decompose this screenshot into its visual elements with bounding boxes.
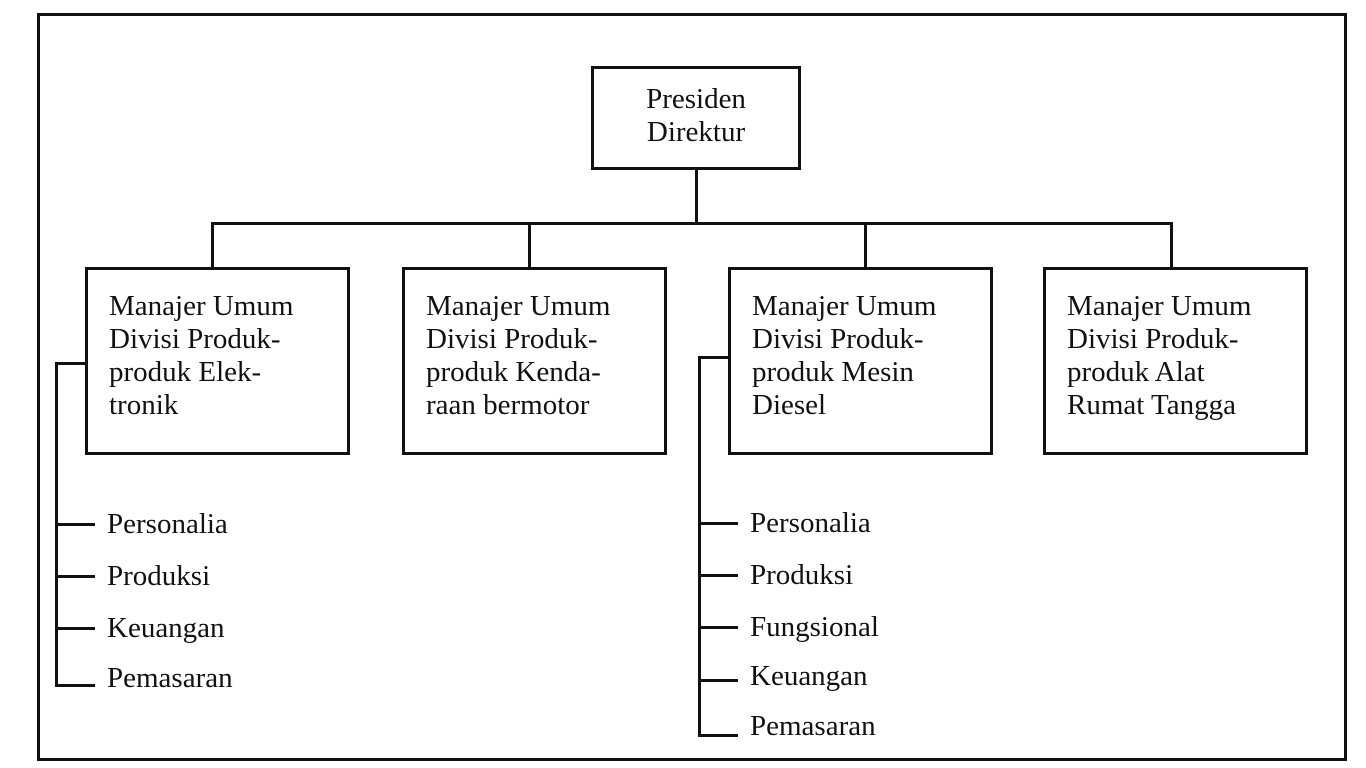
connector-function-tick [55, 575, 95, 578]
node-label-line: raan bermotor [426, 389, 590, 421]
node-label-line: produk Elek- [109, 356, 262, 388]
connector-function-tick [698, 679, 738, 682]
node-label-line: tronik [109, 389, 179, 421]
connector-function-tick [698, 626, 738, 629]
connector-division-3 [864, 222, 867, 269]
connector-division-3-stub [698, 356, 730, 359]
function-label-pemasaran: Pemasaran [107, 662, 233, 694]
node-label-line: Rumat Tangga [1067, 389, 1236, 421]
node-label-line: Divisi Produk- [1067, 323, 1239, 355]
connector-function-tick [55, 684, 95, 687]
node-label-line: Manajer Umum [752, 290, 937, 322]
connector-division-3-trunk [698, 356, 701, 737]
node-label-line: Manajer Umum [426, 290, 611, 322]
function-label-keuangan: Keuangan [107, 612, 225, 644]
function-label-produksi: Produksi [107, 560, 211, 592]
connector-horizontal-bus [211, 222, 1172, 225]
node-label-line: Divisi Produk- [109, 323, 281, 355]
function-label-personalia: Personalia [750, 507, 871, 539]
node-division-elektronik: Manajer Umum Divisi Produk- produk Elek-… [85, 267, 350, 455]
connector-function-tick [55, 627, 95, 630]
node-division-alat-rumah-tangga: Manajer Umum Divisi Produk- produk Alat … [1043, 267, 1308, 455]
node-label-line: Diesel [752, 389, 827, 421]
function-label-fungsional: Fungsional [750, 611, 879, 643]
connector-function-tick [698, 734, 738, 737]
connector-function-tick [55, 523, 95, 526]
node-division-kendaraan-bermotor: Manajer Umum Divisi Produk- produk Kenda… [402, 267, 667, 455]
function-label-personalia: Personalia [107, 508, 228, 540]
function-label-keuangan: Keuangan [750, 660, 868, 692]
node-label-line: produk Kenda- [426, 356, 601, 388]
connector-division-4 [1170, 222, 1173, 269]
connector-function-tick [698, 522, 738, 525]
connector-division-1 [211, 222, 214, 269]
node-label-line: Divisi Produk- [752, 323, 924, 355]
diagram-frame [37, 13, 1347, 761]
node-label-line: Presiden [646, 83, 746, 115]
node-division-mesin-diesel: Manajer Umum Divisi Produk- produk Mesin… [728, 267, 993, 455]
node-presiden-direktur: Presiden Direktur [591, 66, 801, 170]
function-label-pemasaran: Pemasaran [750, 710, 876, 742]
connector-division-2 [528, 222, 531, 269]
node-label-line: Divisi Produk- [426, 323, 598, 355]
connector-division-1-stub [55, 362, 87, 365]
connector-function-tick [698, 574, 738, 577]
node-label-line: Direktur [646, 116, 746, 148]
node-label-line: Manajer Umum [109, 290, 294, 322]
connector-root-down [695, 168, 698, 224]
function-label-produksi: Produksi [750, 559, 854, 591]
node-label-line: produk Alat [1067, 356, 1205, 388]
node-label-line: produk Mesin [752, 356, 914, 388]
node-label-line: Manajer Umum [1067, 290, 1252, 322]
